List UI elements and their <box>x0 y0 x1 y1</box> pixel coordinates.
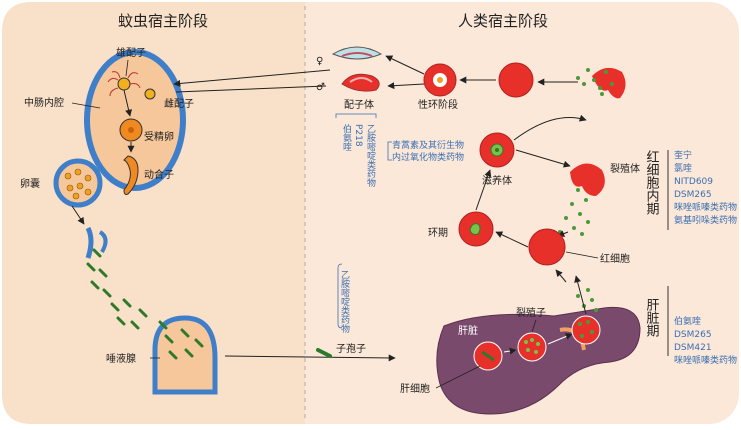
red-blood-cell-label: 红细胞 <box>600 252 630 265</box>
male-gamete <box>117 77 131 91</box>
liver-bursting-schizont <box>571 315 601 345</box>
uninfected-rbc <box>498 62 534 98</box>
male-symbol: ♂ <box>316 82 325 93</box>
gametocyte-label: 配子体 <box>344 99 374 111</box>
salivary-gland <box>152 315 218 395</box>
male-gamete-flagella <box>107 71 141 97</box>
human-stage-header: 人类宿主阶段 <box>458 12 548 30</box>
erythrocytic-drug-6: 氨基吲哚类药物 <box>674 214 737 226</box>
oocyst-sporozoites <box>64 168 92 200</box>
liver-schizont <box>517 332 547 362</box>
liver-phase-label: 肝脏期 <box>644 298 660 338</box>
bursting-schizont-top <box>592 67 626 99</box>
hepatocyte-label: 肝细胞 <box>400 382 430 395</box>
schizont-label: 裂殖体 <box>610 162 640 175</box>
merozoite-label: 裂殖子 <box>516 306 546 319</box>
ookinete-label: 动合子 <box>144 168 174 181</box>
mosquito-stage-panel <box>2 2 305 424</box>
gametocyte-drug-1: 伯氨喹 <box>341 123 352 151</box>
female-symbol: ♀ <box>316 56 323 67</box>
liver-drug-3: DSM421 <box>674 343 712 353</box>
midgut-lumen-label: 中肠内腔 <box>24 96 64 109</box>
oocyst-label: 卵囊 <box>20 177 40 190</box>
trophozoite-drug-2: 内过氧化物类药物 <box>392 151 464 163</box>
erythrocytic-drug-3: NITD609 <box>674 177 713 187</box>
erythrocytic-drug-2: 氯喹 <box>674 162 692 174</box>
gametocyte-to-mosquito-arrow <box>173 69 331 87</box>
sporozoite-transfer-arrow <box>224 354 396 362</box>
liver-label: 肝脏 <box>458 324 478 337</box>
mosquito-drug-label: 乙胺嘧啶类药物 <box>339 270 350 334</box>
erythrocytic-phase-label: 红细胞内期 <box>644 149 660 216</box>
ookinete <box>123 155 139 195</box>
female-gamete <box>144 88 156 100</box>
liver-drug-2: DSM265 <box>674 330 712 340</box>
salivary-gland-label: 唾液腺 <box>106 352 136 365</box>
trophozoite-label: 滋养体 <box>482 174 512 187</box>
zygote-label: 受精卵 <box>144 130 174 143</box>
sexual-stage-label: 性环阶段 <box>418 98 458 111</box>
liver-drug-1: 伯氨喹 <box>674 315 701 327</box>
trophozoite-drug-1: 青蒿素及其衍生物 <box>392 139 464 151</box>
female-gamete-label: 雌配子 <box>164 97 194 110</box>
liver-drug-4: 咪唑哌嗪类药物 <box>674 354 737 366</box>
sporozoite-icon <box>316 348 332 358</box>
red-blood-cell <box>528 228 566 266</box>
ring-stage-label: 环期 <box>428 227 448 239</box>
schizont-cell <box>570 163 605 196</box>
sporozoites-migrating <box>86 248 148 330</box>
erythrocytic-drug-4: DSM265 <box>674 190 712 200</box>
erythrocytic-drug-1: 奎宁 <box>674 149 692 161</box>
male-gametocyte <box>341 73 380 92</box>
gametocyte-drug-3: 乙胺嘧啶类药物 <box>365 124 376 188</box>
erythrocytic-drug-5: 咪唑哌嗪类药物 <box>674 201 737 213</box>
male-gamete-label: 雄配子 <box>116 46 146 59</box>
gametocyte-drug-2: P218 <box>353 124 363 147</box>
sporozoite-label: 子孢子 <box>336 343 366 355</box>
mosquito-stage-header: 蚊虫宿主阶段 <box>118 12 208 30</box>
salivary-duct <box>85 226 94 259</box>
